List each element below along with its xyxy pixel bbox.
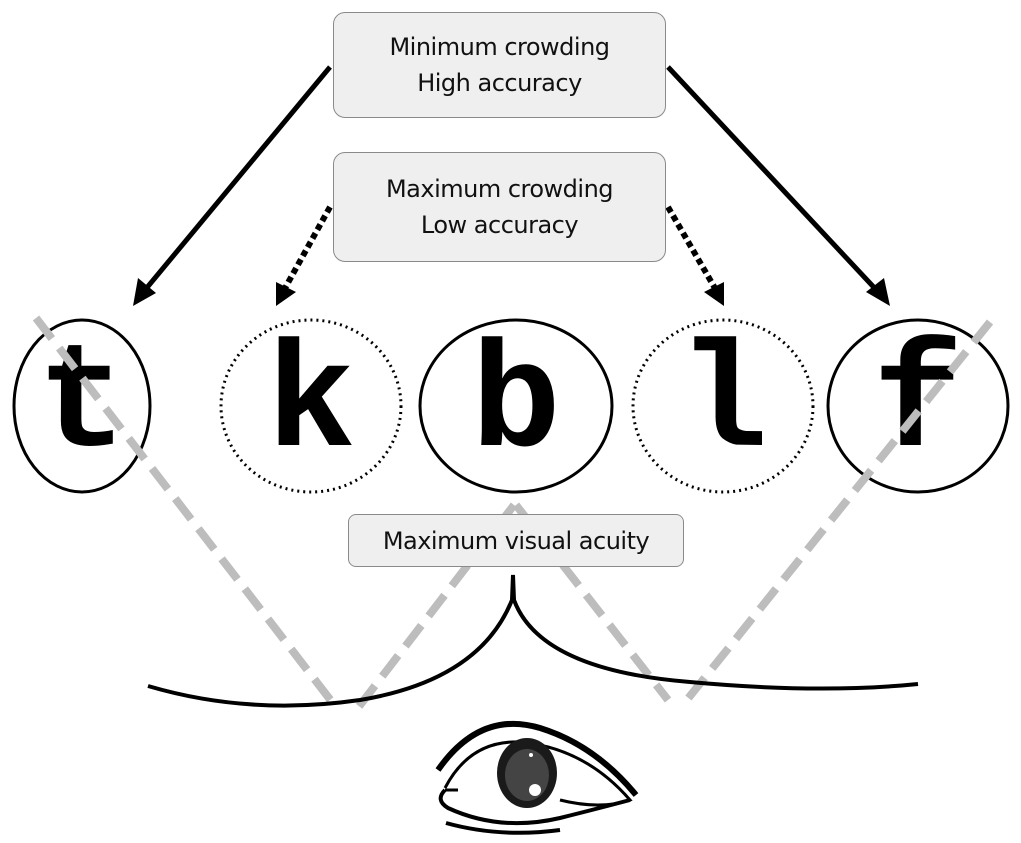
dotted-arrowhead-right <box>704 282 724 306</box>
maximum-visual-acuity-box: Maximum visual acuity <box>348 514 684 567</box>
eye-icon <box>435 720 639 835</box>
solid-arrow-left <box>138 65 332 298</box>
maximum-crowding-label: Maximum crowding <box>385 175 614 203</box>
letter-t: t <box>37 321 127 491</box>
letter-l: l <box>678 321 768 491</box>
low-accuracy-label: Low accuracy <box>420 211 579 239</box>
letter-row: t k b l f <box>12 318 1010 494</box>
circle-f <box>826 318 1010 494</box>
letter-f: f <box>873 321 963 491</box>
letter-b: b <box>471 321 561 491</box>
dotted-arrowhead-left <box>276 282 296 306</box>
maximum-visual-acuity-label: Maximum visual acuity <box>382 526 650 555</box>
minimum-crowding-label: Minimum crowding <box>389 33 610 61</box>
circle-k <box>219 318 403 494</box>
sight-line-f <box>678 319 994 709</box>
arrowhead-left <box>133 278 156 306</box>
letter-k: k <box>266 321 356 491</box>
maximum-crowding-box: Maximum crowding Low accuracy <box>333 152 666 262</box>
circle-t <box>12 318 152 494</box>
circle-b <box>418 318 614 494</box>
circle-l <box>631 318 815 494</box>
solid-arrow-right <box>666 65 884 298</box>
high-accuracy-label: High accuracy <box>417 69 582 97</box>
retina-curve <box>147 574 919 708</box>
dotted-arrow-left <box>281 205 333 292</box>
dotted-arrow-right <box>665 205 719 292</box>
arrowhead-right <box>866 278 890 306</box>
arrows <box>133 65 890 306</box>
minimum-crowding-box: Minimum crowding High accuracy <box>333 12 666 118</box>
sight-line-t <box>32 315 336 705</box>
